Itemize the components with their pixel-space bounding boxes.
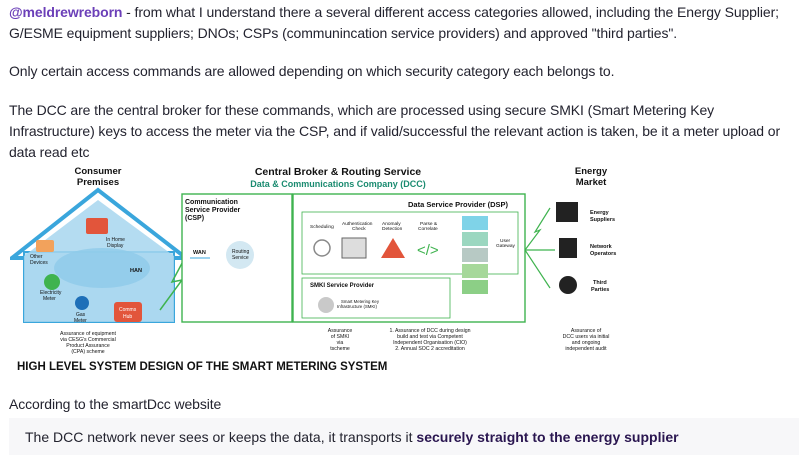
gas-meter-label-2: Meter bbox=[74, 318, 87, 324]
assurance-smki-3: via bbox=[337, 340, 344, 346]
consumer-house bbox=[10, 187, 192, 323]
network-label-1: Network bbox=[590, 244, 613, 250]
comms-hub-label-2: Hub bbox=[123, 314, 132, 320]
suppliers-label-2: Suppliers bbox=[590, 217, 615, 223]
blockquote: The DCC network never sees or keeps the … bbox=[9, 418, 799, 455]
routing-service-icon bbox=[226, 241, 254, 269]
parse-label-2: Correlate bbox=[418, 226, 438, 232]
smki-box bbox=[301, 277, 451, 319]
anomaly-label-1: Anomaly bbox=[382, 221, 401, 227]
factory-icon bbox=[556, 202, 578, 222]
central-title: Central Broker & Routing Service bbox=[255, 166, 421, 178]
routing-label-2: Service bbox=[232, 255, 249, 261]
link-zigzag-right bbox=[524, 207, 551, 251]
code-brackets-icon: </> bbox=[417, 242, 439, 259]
clock-icon bbox=[313, 239, 331, 257]
handshake-icon bbox=[559, 276, 577, 294]
in-home-display-icon bbox=[86, 218, 108, 234]
gas-meter-icon bbox=[75, 296, 89, 310]
parse-label-1: Parse & bbox=[420, 221, 438, 227]
csp-title-3: (CSP) bbox=[185, 215, 204, 222]
gear-icon bbox=[318, 297, 334, 313]
assurance-users-1: Assurance of bbox=[571, 328, 602, 334]
in-home-label-1: In Home bbox=[106, 237, 125, 243]
assurance-equipment-3: Product Assurance bbox=[66, 343, 110, 349]
assurance-equipment-4: (CPA) scheme bbox=[71, 349, 104, 355]
warning-icon bbox=[381, 238, 405, 258]
user-gateway-label-1: User bbox=[500, 238, 511, 244]
comms-hub-label-1: Comms bbox=[119, 307, 137, 313]
paragraph-1-text: - from what I understand there a several… bbox=[9, 4, 779, 41]
han-label: HAN bbox=[130, 268, 142, 274]
quote-text: The DCC network never sees or keeps the … bbox=[25, 428, 679, 446]
network-label-2: Operators bbox=[590, 251, 616, 257]
other-devices-label-2: Devices bbox=[30, 260, 48, 266]
diagram-bottom-title: HIGH LEVEL SYSTEM DESIGN OF THE SMART ME… bbox=[17, 361, 387, 373]
assurance-equipment-2: via CESG's Commercial bbox=[60, 337, 115, 343]
data-stack-icon bbox=[462, 216, 488, 294]
assurance-dcc-2: build and test via Competent bbox=[397, 334, 463, 340]
post-paragraph-4: According to the smartDcc website bbox=[9, 396, 222, 412]
assurance-users-3: and ongoing bbox=[572, 340, 601, 346]
assurance-users-4: independent audit bbox=[565, 346, 607, 352]
dsp-title: Data Service Provider (DSP) bbox=[408, 200, 509, 209]
auth-label-1: Authentication bbox=[342, 221, 373, 227]
consumer-title-2: Premises bbox=[77, 177, 119, 188]
comms-hub-icon bbox=[114, 302, 142, 322]
suppliers-label-1: Energy bbox=[590, 210, 610, 216]
laptop-icon bbox=[36, 240, 54, 252]
csp-title-1: Communication bbox=[185, 199, 238, 206]
third-parties-label-1: Third bbox=[593, 280, 607, 286]
assurance-smki-2: of SMKI bbox=[331, 334, 349, 340]
smart-metering-diagram-image[interactable]: Consumer Premises Central Broker & Routi… bbox=[10, 160, 622, 374]
link-zigzag-left bbox=[159, 251, 189, 311]
assurance-dcc-3: Independent Organisation (CIO) bbox=[393, 340, 467, 346]
user-gateway-label-2: Gateway bbox=[496, 243, 516, 249]
central-subtitle: Data & Communications Company (DCC) bbox=[250, 179, 426, 189]
pylon-icon bbox=[559, 238, 577, 258]
assurance-equipment-1: Assurance of equipment bbox=[60, 331, 117, 337]
assurance-dcc-4: 2. Annual SOC 2 accreditation bbox=[395, 346, 465, 352]
quote-bold-text: securely straight to the energy supplier bbox=[416, 429, 679, 445]
routing-label-1: Routing bbox=[232, 249, 249, 255]
id-card-icon bbox=[341, 237, 367, 259]
scheduling-label: Scheduling bbox=[310, 224, 334, 230]
assurance-smki-4: tscheme bbox=[330, 346, 350, 352]
anomaly-label-2: Detection bbox=[382, 226, 403, 232]
auth-label-2: Check bbox=[352, 226, 366, 232]
quote-plain-text: The DCC network never sees or keeps the … bbox=[25, 429, 417, 445]
wan-label: WAN bbox=[193, 250, 206, 256]
market-title-1: Energy bbox=[575, 166, 608, 177]
post-paragraph-3: The DCC are the central broker for these… bbox=[9, 102, 781, 160]
assurance-smki-1: Assurance bbox=[328, 328, 353, 334]
in-home-label-2: Display bbox=[107, 243, 124, 249]
third-parties-label-2: Parties bbox=[591, 287, 609, 293]
electricity-meter-label-1: Electricity bbox=[40, 290, 62, 296]
dsp-box bbox=[301, 211, 519, 275]
post-paragraph-1: @meldrewreborn - from what I understand … bbox=[9, 2, 795, 44]
other-devices-label-1: Other bbox=[30, 254, 43, 260]
csp-title-2: Service Provider bbox=[185, 207, 241, 214]
post-paragraph-2: Only certain access commands are allowed… bbox=[9, 63, 615, 79]
consumer-title-1: Consumer bbox=[75, 166, 122, 177]
assurance-dcc-1: 1. Assurance of DCC during design bbox=[389, 328, 470, 334]
gas-meter-label-1: Gas bbox=[76, 312, 86, 318]
smki-label-1: Smart Metering Key bbox=[341, 299, 380, 304]
electricity-meter-label-2: Meter bbox=[43, 296, 56, 302]
system-design-diagram: Consumer Premises Central Broker & Routi… bbox=[10, 166, 616, 373]
assurance-users-2: DCC users via initial bbox=[563, 334, 610, 340]
user-mention-link[interactable]: @meldrewreborn bbox=[9, 4, 123, 20]
smki-sp-title: SMKI Service Provider bbox=[310, 283, 375, 289]
electricity-meter-icon bbox=[44, 274, 60, 290]
smki-label-2: Infrastructure (SMKI) bbox=[337, 304, 377, 309]
market-title-2: Market bbox=[576, 177, 607, 188]
